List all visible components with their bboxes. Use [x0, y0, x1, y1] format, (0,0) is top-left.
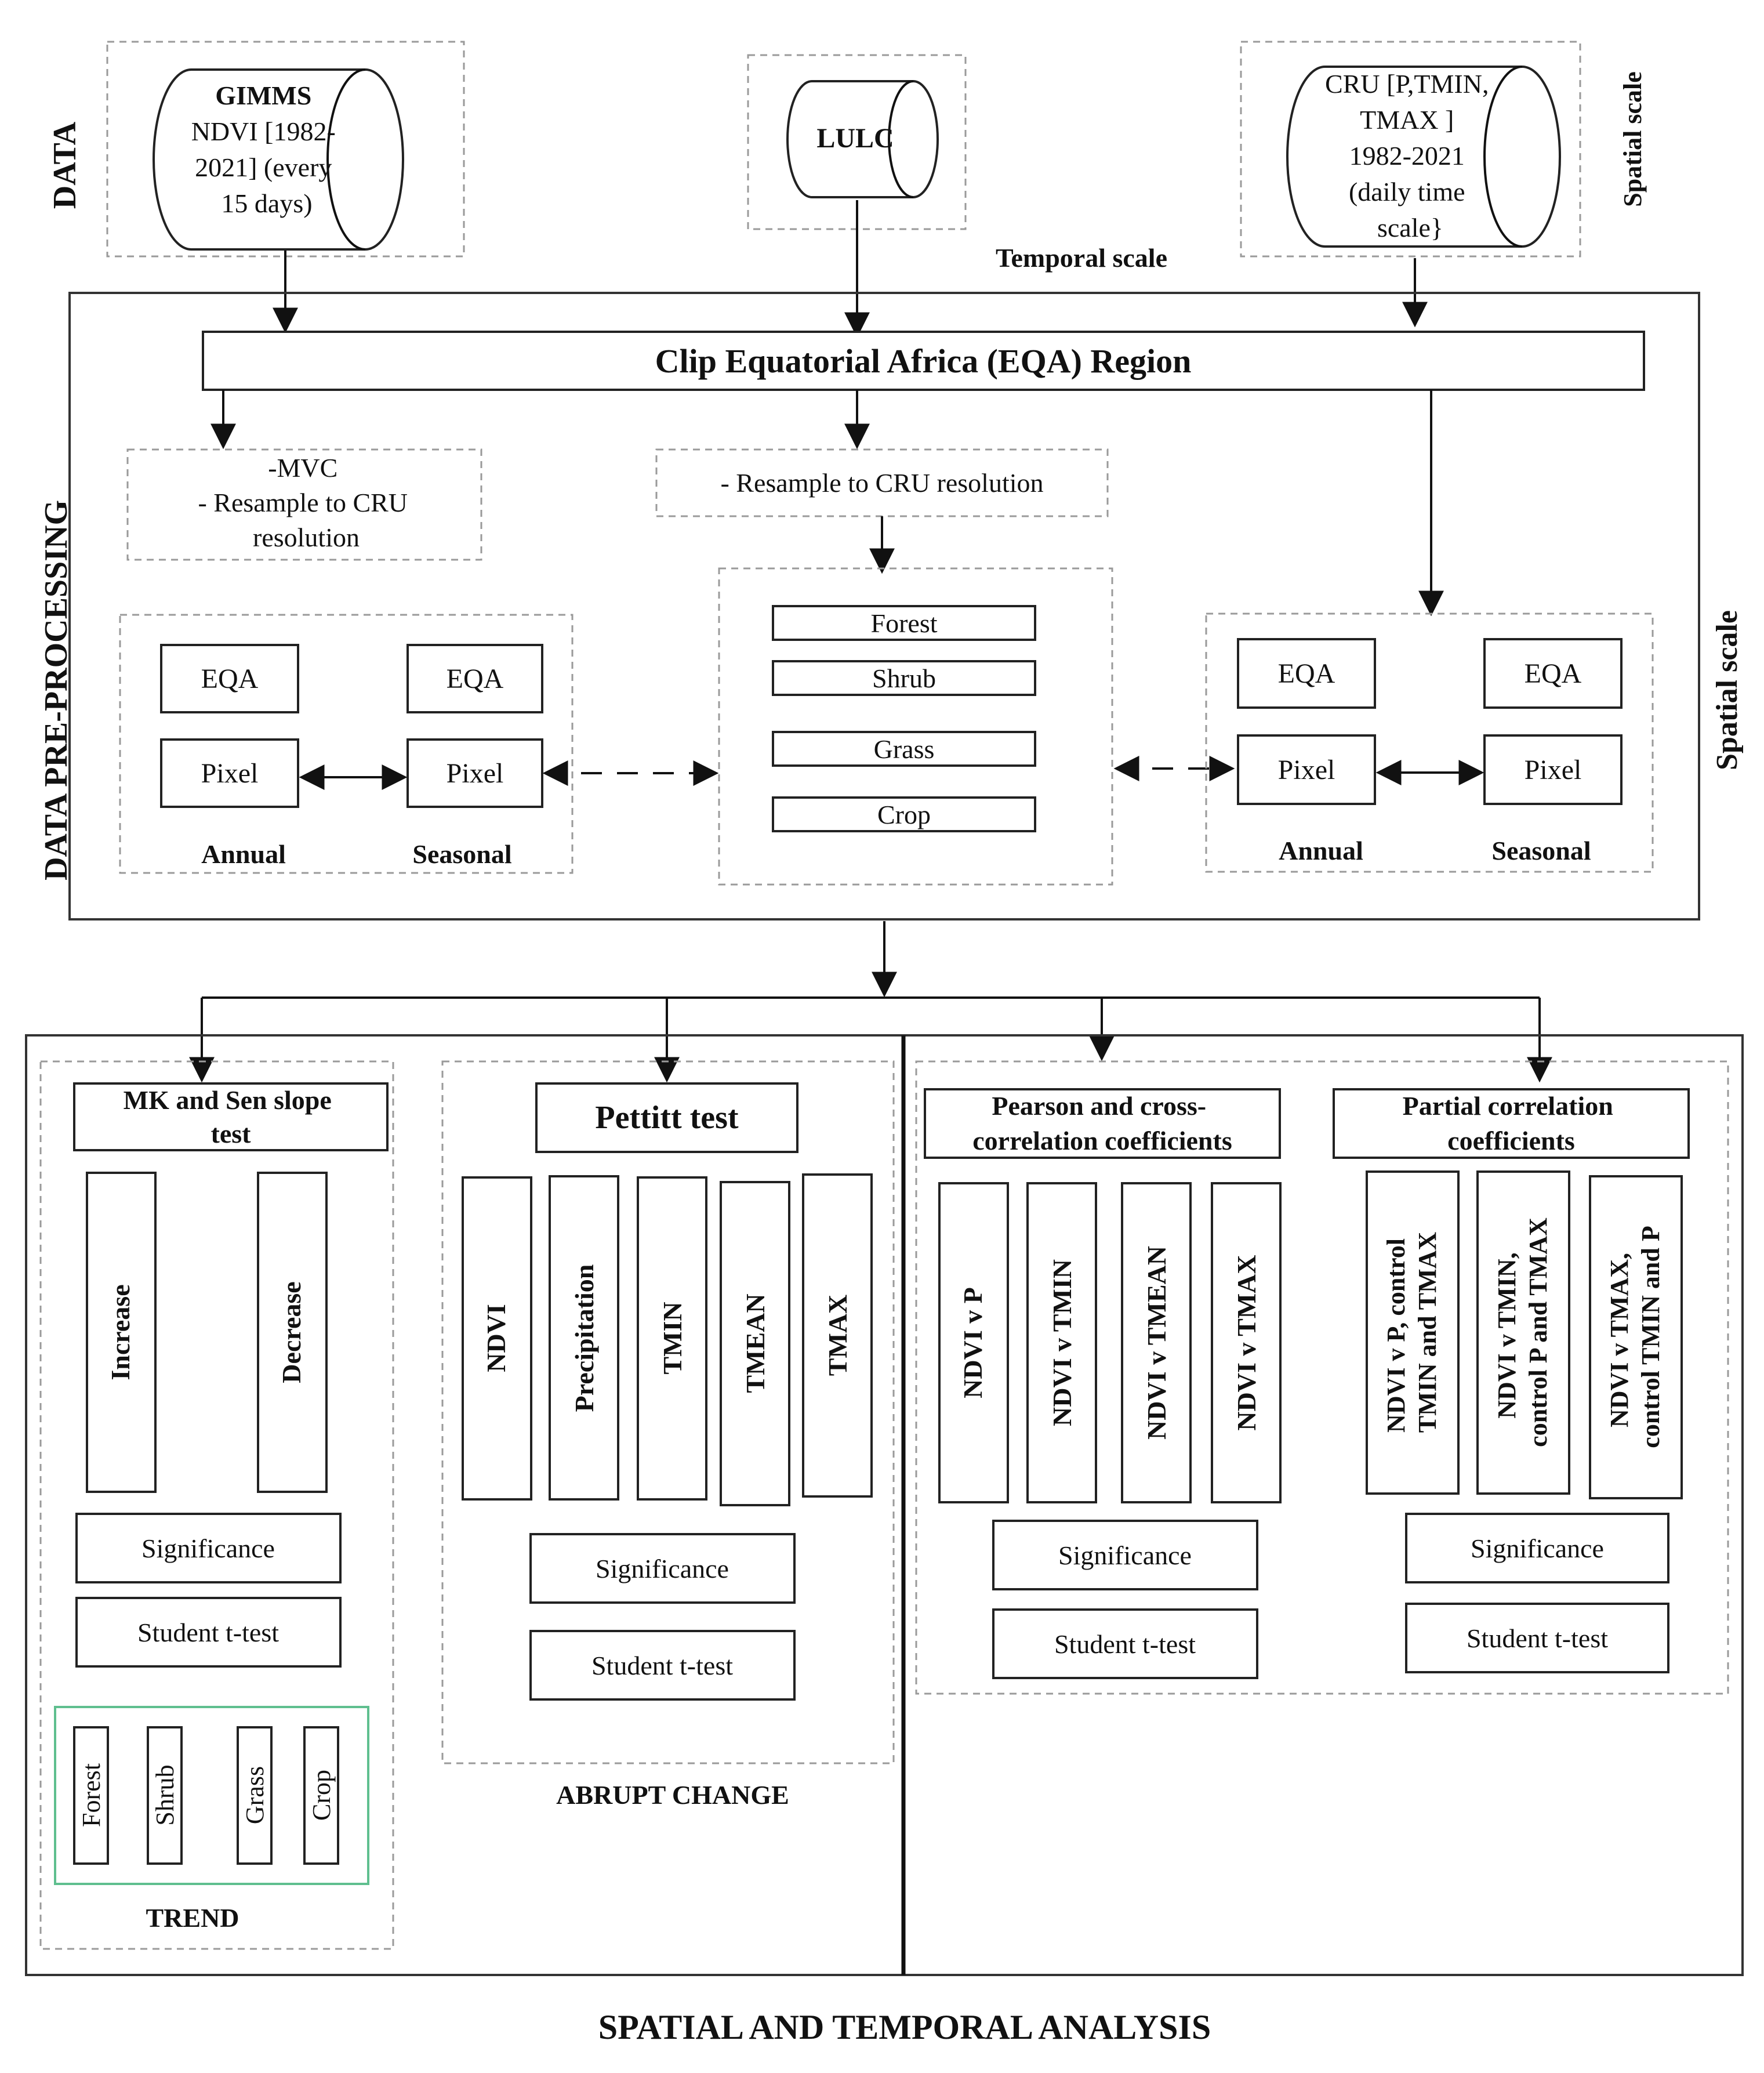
partial-ndvi-p-line-1: NDVI v P, control: [1382, 1238, 1410, 1433]
cru-annual-label: Annual: [1279, 836, 1363, 865]
ndvi-scales-group: EQA EQA Pixel Pixel Annual Seasonal: [119, 614, 574, 874]
mk-decrease: Decrease: [277, 1281, 306, 1383]
cru-line-3: 1982-2021: [1349, 141, 1465, 171]
partial-ndvi-tmax-line-1: NDVI v TMAX,: [1605, 1253, 1634, 1427]
cru-seasonal-label: Seasonal: [1491, 836, 1591, 865]
pettitt-ttest: Student t-test: [591, 1651, 733, 1680]
pettitt-title: Pettitt test: [595, 1100, 739, 1136]
trend-grass: Grass: [241, 1766, 269, 1824]
landcover-group: Forest Shrub Grass Crop: [718, 567, 1113, 886]
partial-title-line-2: coefficients: [1447, 1126, 1575, 1155]
lulc-resample-label: - Resample to CRU resolution: [720, 468, 1043, 498]
gimms-line-3: 2021] (every: [195, 153, 332, 182]
analysis-section-label: SPATIAL AND TEMPORAL ANALYSIS: [598, 2008, 1211, 2046]
partial-ndvi-tmin-line-1: NDVI v TMIN,: [1493, 1252, 1521, 1418]
landcover-crop: Crop: [877, 800, 931, 829]
trend-group: MK and Sen slope test Increase Decrease …: [39, 1060, 394, 1950]
trend-crop: Crop: [307, 1770, 336, 1821]
partial-significance: Significance: [1471, 1534, 1604, 1563]
preprocessing-section-label: DATA PRE-PROCESSING: [38, 500, 74, 880]
clip-eqa-label: Clip Equatorial Africa (EQA) Region: [655, 342, 1192, 380]
gimms-line-1: GIMMS: [215, 81, 311, 110]
landcover-grass: Grass: [874, 734, 935, 764]
cru-annual-eqa: EQA: [1278, 658, 1335, 689]
pearson-ttest: Student t-test: [1054, 1629, 1196, 1659]
abrupt-change-group: Pettitt test NDVI Precipitation TMIN TME…: [441, 1060, 895, 1810]
svg-text:Partial correlation coef: Partial correlation coefficients: [1403, 1091, 1620, 1155]
partial-ndvi-tmin-line-2: control P and TMAX: [1524, 1217, 1552, 1447]
trend-landcover-box: [54, 1706, 369, 1885]
gimms-line-2: NDVI [1982-: [191, 117, 336, 146]
partial-title-line-1: Partial correlation: [1403, 1091, 1613, 1121]
mk-title-line-1: MK and Sen slope: [124, 1085, 332, 1115]
cru-seasonal-pixel: Pixel: [1525, 755, 1582, 785]
mk-increase: Increase: [106, 1284, 135, 1380]
pettitt-significance: Significance: [596, 1554, 729, 1583]
svg-text:GIMMS NDVI [1982-: GIMMS NDVI [1982- 2021] (every 15 days): [191, 81, 343, 218]
partial-ndvi-tmax-line-2: control TMIN and P: [1636, 1226, 1665, 1448]
pearson-ndvi-p: NDVI v P: [958, 1287, 988, 1398]
lulc-label: LULC: [816, 123, 894, 154]
ndvi-annual-eqa: EQA: [201, 664, 259, 694]
cru-line-5: scale}: [1377, 213, 1443, 242]
resample-line: - Resample to CRU: [198, 488, 408, 517]
correlation-group: Pearson and cross- correlation coefficie…: [915, 1060, 1729, 1695]
pearson-title-line-1: Pearson and cross-: [992, 1091, 1206, 1121]
cru-line-1: CRU [P,TMIN,: [1325, 69, 1489, 99]
cru-seasonal-eqa: EQA: [1525, 658, 1582, 689]
trend-label: TREND: [146, 1903, 239, 1933]
mk-significance: Significance: [141, 1534, 275, 1563]
cru-line-4: (daily time: [1349, 177, 1465, 206]
ndvi-seasonal-eqa: EQA: [447, 664, 504, 694]
mk-ttest: Student t-test: [137, 1618, 279, 1647]
pearson-ndvi-tmean: NDVI v TMEAN: [1142, 1246, 1171, 1440]
pettitt-tmin: TMIN: [658, 1302, 687, 1374]
ndvi-seasonal-label: Seasonal: [412, 839, 511, 869]
partial-ndvi-p-line-2: TMIN and TMAX: [1413, 1232, 1442, 1433]
cru-annual-pixel: Pixel: [1278, 755, 1335, 785]
svg-text:Pearson and cross- corre: Pearson and cross- correlation coefficie…: [972, 1091, 1232, 1155]
spatial-scale-top-label: Spatial scale: [1618, 71, 1647, 206]
gimms-ndvi-source: GIMMS NDVI [1982- 2021] (every 15 days): [106, 41, 465, 258]
lulc-source: LULC: [747, 54, 967, 230]
pettitt-precipitation: Precipitation: [569, 1264, 599, 1412]
trend-shrub: Shrub: [151, 1764, 179, 1825]
landcover-forest: Forest: [871, 608, 938, 638]
cru-line-2: TMAX ]: [1360, 105, 1454, 135]
resolution-line: resolution: [253, 523, 360, 552]
svg-text:MK and Sen slope test: MK and Sen slope test: [124, 1085, 339, 1148]
svg-text:-MVC - Resample to CRU: -MVC - Resample to CRU resolution: [198, 453, 414, 552]
svg-text:CRU [P,TMIN, TMAX ]: CRU [P,TMIN, TMAX ] 1982-2021 (daily tim…: [1325, 69, 1496, 242]
svg-text:NDVI v P, control TMIN a: NDVI v P, control TMIN and TMAX: [1382, 1232, 1442, 1433]
partial-ttest: Student t-test: [1467, 1623, 1608, 1653]
svg-text:NDVI v TMAX, control TMI: NDVI v TMAX, control TMIN and P: [1605, 1226, 1665, 1448]
gimms-line-4: 15 days): [221, 189, 312, 218]
pettitt-ndvi: NDVI: [481, 1304, 511, 1372]
pearson-ndvi-tmax: NDVI v TMAX: [1232, 1255, 1261, 1430]
analysis-frame: [25, 1034, 1744, 1976]
ndvi-preprocess-box: [126, 448, 482, 561]
spatial-scale-side-label: Spatial scale: [1711, 610, 1744, 770]
ndvi-annual-pixel: Pixel: [201, 758, 259, 789]
ndvi-seasonal-pixel: Pixel: [447, 758, 504, 789]
landcover-shrub: Shrub: [872, 664, 936, 693]
data-section-label: DATA: [47, 121, 83, 209]
pearson-ndvi-tmin: NDVI v TMIN: [1047, 1259, 1077, 1426]
cru-source: CRU [P,TMIN, TMAX ] 1982-2021 (daily tim…: [1240, 41, 1581, 258]
pearson-significance: Significance: [1058, 1541, 1192, 1570]
trend-forest: Forest: [77, 1763, 106, 1827]
pearson-title-line-2: correlation coefficients: [972, 1126, 1232, 1155]
preprocessing-frame: [68, 292, 1700, 920]
clip-eqa-box: [202, 331, 1645, 391]
abrupt-change-label: ABRUPT CHANGE: [556, 1780, 789, 1810]
pettitt-tmax: TMAX: [823, 1295, 852, 1376]
mvc-line: -MVC: [268, 453, 337, 483]
temporal-scale-label: Temporal scale: [996, 243, 1167, 273]
svg-text:NDVI v TMIN, control P a: NDVI v TMIN, control P and TMAX: [1493, 1217, 1552, 1447]
mk-title-line-2: test: [211, 1119, 252, 1148]
ndvi-annual-label: Annual: [201, 839, 286, 869]
cru-scales-group: EQA EQA Pixel Pixel Annual Seasonal: [1205, 613, 1654, 873]
pettitt-tmean: TMEAN: [741, 1293, 770, 1393]
